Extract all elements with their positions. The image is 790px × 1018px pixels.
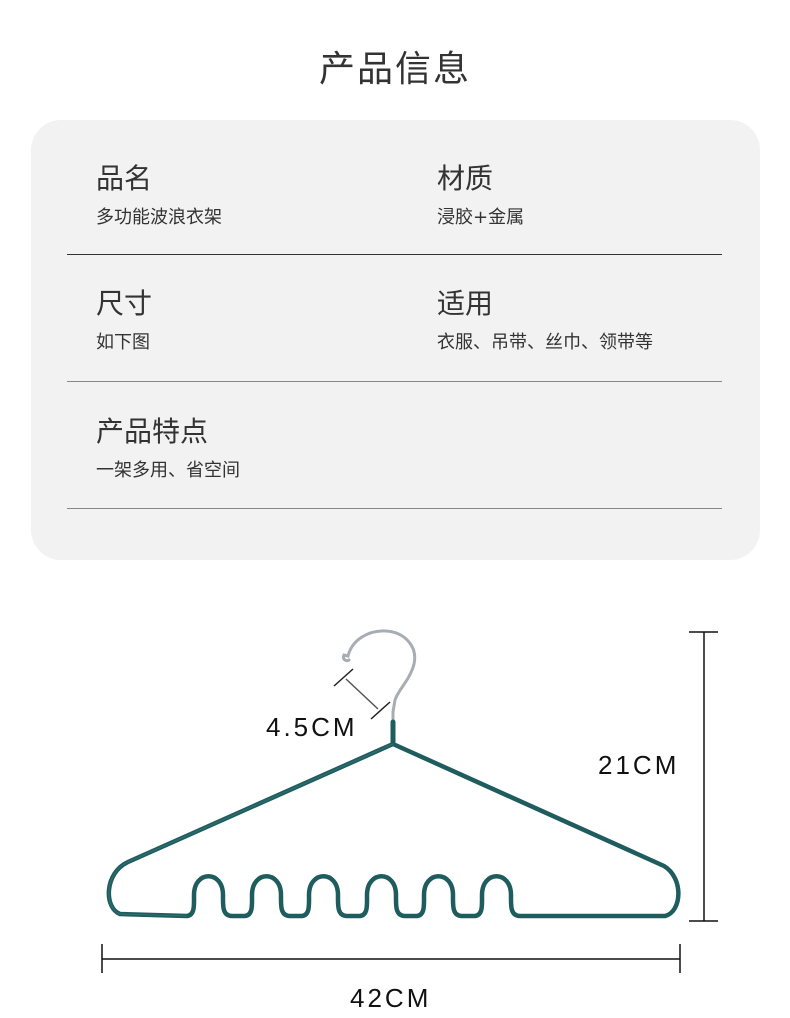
height-label: 21CM — [598, 750, 680, 780]
features-field: 产品特点 一架多用、省空间 — [96, 415, 240, 483]
product-name-field: 品名 多功能波浪衣架 — [96, 162, 222, 230]
width-label: 42CM — [350, 983, 432, 1013]
product-name-label: 品名 — [96, 162, 153, 195]
material-field: 材质 浸胶+金属 — [437, 162, 524, 230]
usage-value: 衣服、吊带、丝巾、领带等 — [437, 332, 653, 353]
usage-field: 适用 衣服、吊带、丝巾、领带等 — [437, 287, 653, 355]
size-value: 如下图 — [96, 332, 150, 353]
page-title: 产品信息 — [318, 49, 471, 90]
size-diagram: 4.5CM 21CM 42CM — [0, 600, 790, 1014]
product-info-card: 品名 多功能波浪衣架 材质 浸胶+金属 尺寸 如下图 适用 衣服、吊带、丝巾、领… — [31, 120, 760, 560]
size-label: 尺寸 — [96, 287, 153, 320]
product-name-value: 多功能波浪衣架 — [96, 207, 222, 228]
material-value: 浸胶+金属 — [437, 207, 525, 228]
hook-icon — [342, 629, 417, 724]
material-label: 材质 — [437, 162, 494, 195]
info-row-3: 产品特点 一架多用、省空间 — [67, 381, 722, 509]
features-value: 一架多用、省空间 — [96, 460, 240, 481]
hanger-body — [106, 741, 681, 919]
size-field: 尺寸 如下图 — [96, 287, 152, 355]
info-row-2: 尺寸 如下图 适用 衣服、吊带、丝巾、领带等 — [67, 254, 722, 382]
features-label: 产品特点 — [96, 415, 209, 448]
hanger-illustration — [101, 629, 718, 973]
info-row-1: 品名 多功能波浪衣架 材质 浸胶+金属 — [67, 120, 722, 255]
hook-size-label: 4.5CM — [266, 712, 358, 742]
usage-label: 适用 — [437, 287, 494, 320]
